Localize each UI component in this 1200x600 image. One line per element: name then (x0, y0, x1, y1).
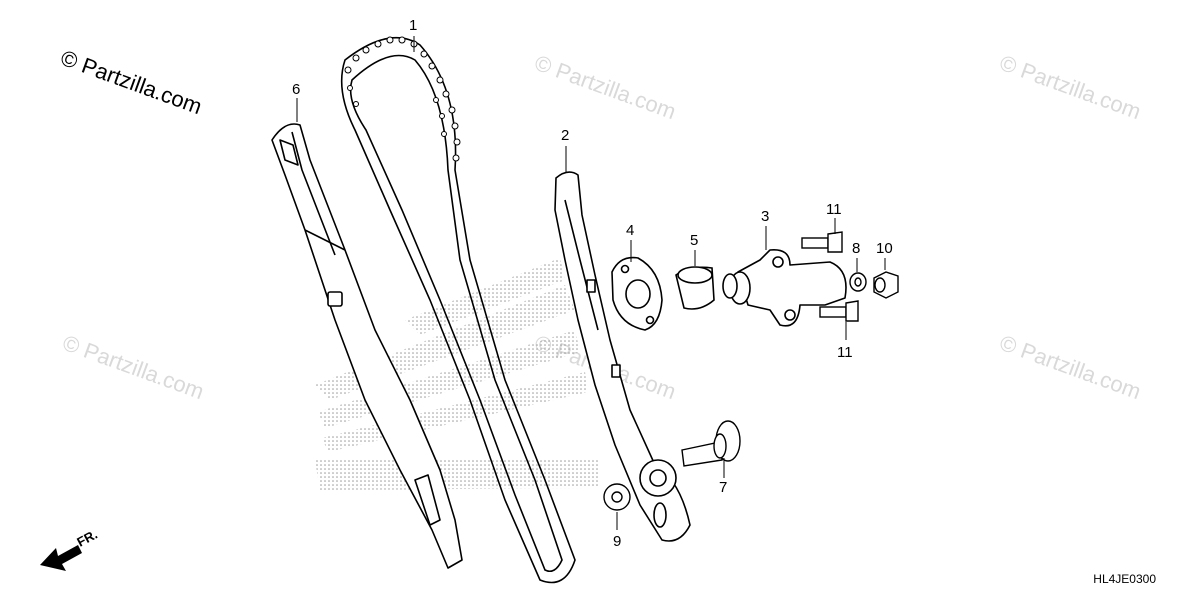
callout-2: 2 (561, 127, 569, 144)
callout-7: 7 (719, 479, 727, 496)
chain-links (344, 36, 461, 162)
callout-4: 4 (626, 222, 634, 239)
cam-chain (340, 36, 576, 584)
callout-11-lower: 11 (837, 344, 853, 361)
front-arrow: FR. (40, 527, 100, 571)
tensioner-gasket (611, 256, 663, 331)
leader-lines (296, 36, 886, 530)
sealing-bolt (873, 271, 899, 299)
diagram-code: HL4JE0300 (1093, 572, 1156, 586)
callout-3: 3 (761, 208, 769, 225)
callout-8: 8 (852, 240, 860, 257)
sealing-washer (849, 272, 867, 292)
callout-9: 9 (613, 533, 621, 550)
callout-5: 5 (690, 232, 698, 249)
pivot-bolt (681, 420, 741, 467)
tensioner-lifter (722, 248, 847, 327)
tensioner-collar (675, 266, 715, 310)
callout-1: 1 (409, 17, 417, 34)
flange-bolt-upper (801, 231, 843, 253)
flange-bolt-lower (819, 300, 859, 322)
pivot-washer (603, 483, 631, 511)
callout-10: 10 (876, 240, 893, 257)
cam-chain-guide (271, 123, 463, 569)
tensioner-arm (554, 171, 691, 542)
callout-11-upper: 11 (826, 201, 842, 218)
callout-6: 6 (292, 81, 300, 98)
